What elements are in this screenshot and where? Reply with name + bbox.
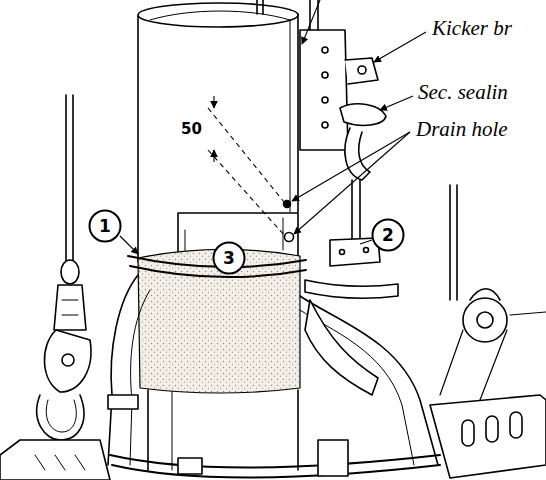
kicker-bracket — [322, 72, 328, 78]
mast-tube — [297, 390, 299, 470]
turning-block — [449, 185, 451, 300]
mast-boot — [112, 465, 440, 478]
mast-boot — [305, 300, 378, 395]
mast-tube — [150, 11, 290, 20]
cutaway-wall — [185, 230, 186, 250]
drain-hole — [284, 201, 291, 208]
callout-circle: 2 — [371, 218, 405, 252]
mast-tube — [138, 3, 298, 27]
left-shroud-fitting — [0, 440, 110, 480]
deck-plate — [486, 416, 498, 442]
left-shroud-fitting — [0, 95, 110, 480]
clamp-fitting — [340, 250, 345, 255]
kicker-bracket — [322, 97, 328, 103]
part-label: Drain hole — [416, 117, 508, 142]
kicker-bracket — [300, 30, 348, 150]
mast-tube — [262, 0, 264, 14]
left-shroud-fitting — [44, 330, 91, 392]
callout-circle-outline — [90, 211, 121, 242]
mast-tube — [290, 20, 291, 212]
leader-lines — [213, 150, 214, 162]
turning-block — [510, 312, 546, 315]
mast-tube — [297, 14, 299, 212]
clamp-fitting — [305, 280, 398, 298]
kicker-bracket — [322, 122, 328, 128]
drain-hole — [285, 233, 294, 242]
leader-lines — [302, 0, 320, 44]
callout-number: 1 — [99, 216, 111, 236]
callout-circle: 1 — [88, 209, 122, 243]
left-shroud-fitting — [72, 95, 74, 262]
kicker-bracket — [345, 58, 378, 84]
part-label: Kicker br — [432, 16, 512, 41]
left-shroud-fitting — [61, 260, 79, 284]
mast-tube — [147, 390, 149, 470]
mast-tube — [137, 16, 139, 262]
leader-lines — [292, 132, 410, 201]
left-shroud-fitting — [62, 300, 78, 315]
mast-boot — [178, 458, 202, 474]
leader-lines — [208, 150, 285, 236]
leader-lines — [120, 236, 138, 254]
deck-plate — [430, 395, 546, 478]
callout-number: 2 — [382, 225, 394, 245]
kicker-bracket — [358, 66, 366, 74]
mast-boot — [108, 395, 138, 409]
left-shroud-fitting — [46, 400, 76, 432]
leader-lines — [213, 96, 214, 108]
part-label: Sec. sealin — [418, 80, 508, 105]
turning-block — [470, 289, 500, 300]
dimension-label: 50 — [180, 120, 203, 138]
deck-plate — [510, 412, 522, 438]
secondary-sealing — [345, 128, 370, 180]
turning-block — [440, 185, 546, 400]
clamp-fitting — [330, 238, 380, 266]
deck-plate — [462, 420, 474, 446]
mast-boot — [130, 290, 150, 465]
turning-block — [440, 330, 507, 400]
mast-tube — [256, 0, 258, 14]
leader-lines — [120, 0, 426, 254]
mast-tube — [172, 390, 173, 470]
turning-block — [477, 312, 493, 328]
clamp-fitting — [305, 180, 398, 298]
leader-lines — [360, 240, 372, 244]
left-shroud-fitting — [65, 95, 67, 262]
leader-lines — [380, 96, 413, 110]
deck-plate — [430, 395, 546, 478]
left-shroud-fitting — [35, 455, 85, 470]
callout-circle-outline — [373, 220, 404, 251]
drain-hole — [284, 201, 294, 242]
mast-boot — [108, 275, 440, 478]
left-shroud-fitting — [54, 285, 86, 330]
callout-number: 3 — [223, 248, 235, 268]
left-shroud-fitting — [37, 395, 84, 440]
kicker-bracket — [322, 47, 328, 53]
turning-block — [456, 185, 458, 300]
callout-circle-outline — [214, 243, 245, 274]
leader-lines — [208, 108, 284, 202]
leader-lines — [294, 132, 410, 234]
mast-boot — [110, 455, 440, 468]
kicker-bracket — [300, 0, 378, 150]
turning-block — [463, 298, 507, 342]
mast-tube — [138, 0, 298, 470]
left-shroud-fitting — [62, 354, 74, 366]
callout-circle: 3 — [212, 241, 246, 275]
leader-lines — [374, 32, 426, 62]
mast-boot — [108, 275, 138, 465]
clamp-fitting — [364, 248, 369, 253]
secondary-sealing — [340, 104, 386, 126]
mast-boot — [318, 440, 348, 476]
